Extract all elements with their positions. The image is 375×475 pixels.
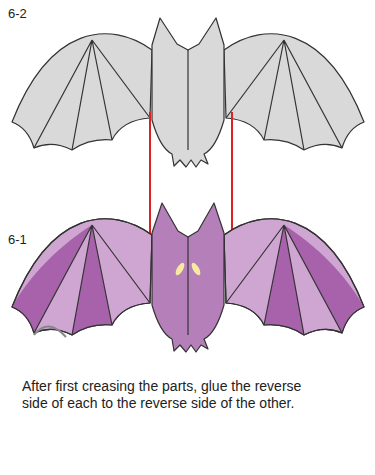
grey-bat [12, 18, 364, 167]
instruction-caption: After first creasing the parts, glue the… [22, 378, 322, 412]
purple-bat [12, 203, 364, 352]
part-number: 6-2 [6, 6, 29, 21]
part-number: 6-1 [6, 232, 29, 247]
